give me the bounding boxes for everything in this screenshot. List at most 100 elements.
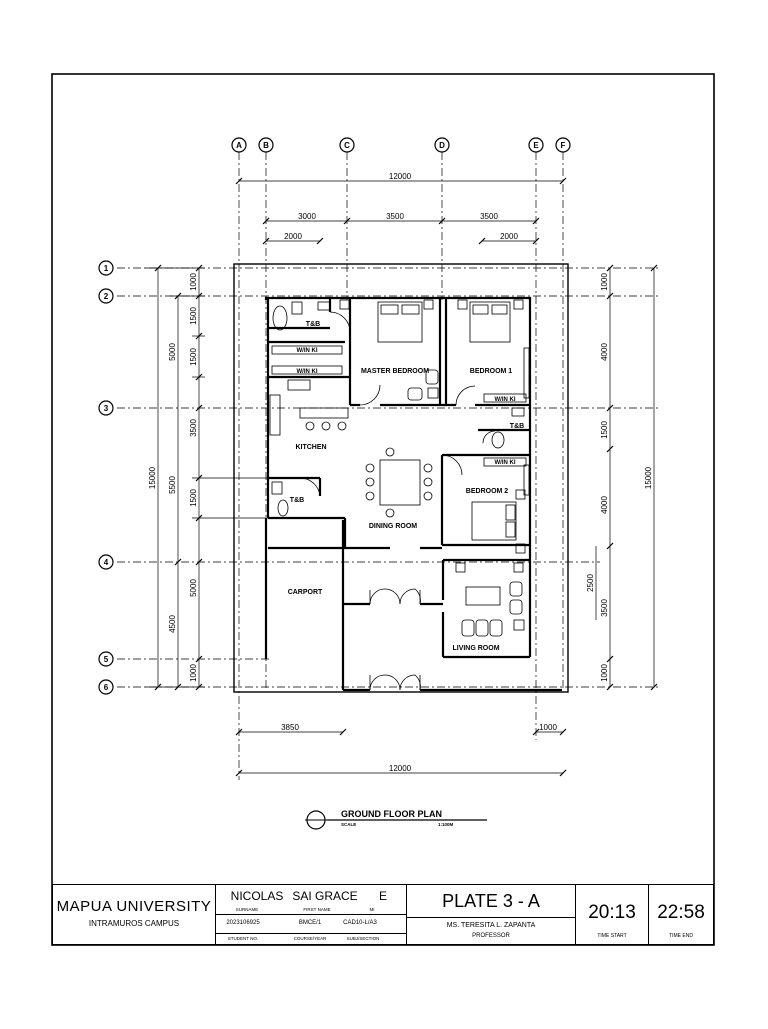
time-end-label: TIME END [669,933,693,939]
closet-labels: W/IN KI W/IN KI W/IN KI W/IN KI [297,348,516,466]
first-name-label: FIRST NAME [303,907,331,912]
dim-right-r2: 4000 [600,343,609,361]
dim-right-r6: 1000 [600,664,609,682]
dim-left-a3: 1500 [189,348,198,366]
grid-label-e: E [533,141,539,150]
label-tb3: T&B [290,497,304,504]
dim-left-total: 15000 [148,466,157,489]
grid-label-b: B [263,141,269,150]
dining-table [379,459,421,506]
dim-right-r3: 1500 [600,421,609,439]
label-wik3: W/IN KI [495,397,516,403]
grid-label-5: 5 [104,655,109,664]
dim-right-r5: 3500 [600,599,609,617]
dim-bottom-total: 12000 [389,764,412,773]
student-no-value: 2023106925 [226,920,260,926]
label-kitchen: KITCHEN [295,444,326,451]
bathtub-icon [272,305,288,331]
label-wik4: W/IN KI [495,460,516,466]
dim-left-b1: 5000 [168,343,177,361]
tb-time-end-cell [648,884,714,945]
subsection-label: SUBJ/SECTION [346,936,380,941]
plate-number: PLATE 3 - A [442,891,540,911]
grid-bubbles-rows [98,260,114,695]
scale-value: 1:100M [438,822,454,827]
master-bed [377,301,423,343]
dim-right-r4: 4000 [600,496,609,514]
first-name-value: SAI GRACE [292,889,358,903]
label-tb1: T&B [306,321,320,328]
grid-label-c: C [344,141,350,150]
grid-label-2: 2 [104,292,109,301]
label-master-bedroom: MASTER BEDROOM [361,368,429,375]
course-year-label: COURSE/YEAR [293,936,327,941]
doors [299,311,496,691]
room-labels: T&B MASTER BEDROOM BEDROOM 1 T&B KITCHEN… [288,321,525,652]
tb-divider [215,914,407,915]
dim-left-a2: 1500 [189,307,198,325]
dim-left-b3: 4500 [168,615,177,633]
dim-left-a5: 1500 [189,489,198,507]
subsection-value: CAD10-L/A3 [343,920,377,926]
dim-top-left-inner: 2000 [284,232,302,241]
surname-label: SURNAME [235,907,259,912]
grid-label-f: F [561,141,566,150]
furniture [269,299,530,637]
label-bedroom1: BEDROOM 1 [470,368,513,375]
dimension-texts: 12000 3000 3500 3500 2000 2000 3850 1000… [148,172,653,773]
dim-right-total: 15000 [644,466,653,489]
label-living-room: LIVING ROOM [452,645,499,652]
dim-left-b2: 5500 [168,476,177,494]
tb-divider-3 [406,917,576,918]
dim-top-total: 12000 [389,172,412,181]
grid-lines [117,152,660,780]
bedroom1-bed [469,301,511,343]
label-wik2: W/IN KI [297,369,318,375]
campus-name: INTRAMUROS CAMPUS [88,919,180,928]
dim-top-seg3: 3500 [480,212,498,221]
dim-right-r1: 1000 [600,273,609,291]
label-bedroom2: BEDROOM 2 [466,488,509,495]
dim-left-a4: 3500 [189,419,198,437]
dim-top-seg2: 3500 [386,212,404,221]
label-tb2: T&B [510,423,524,430]
mi-value: E [378,889,387,903]
dim-top-seg1: 3000 [298,212,316,221]
bedroom2-bed [471,501,517,541]
plan-title-block: GROUND FLOOR PLAN SCALE 1:100M [305,809,487,830]
course-year-value: BMCE/1 [298,920,322,926]
dim-left-a7: 1000 [189,664,198,682]
grid-label-a: A [236,141,242,150]
dim-bottom-right: 1000 [539,723,557,732]
grid-label-d: D [439,141,445,150]
dim-left-a1: 1000 [189,273,198,291]
tb-divider-2 [215,933,407,934]
dim-right-r7: 2500 [586,574,595,592]
grid-label-3: 3 [104,404,109,413]
label-wik1: W/IN KI [297,348,318,354]
professor-name: MS. TERESITA L. ZAPANTA [446,922,536,929]
grid-label-1: 1 [104,264,109,273]
label-carport: CARPORT [288,589,323,596]
sheet-border [51,73,715,946]
lot-boundary [233,263,569,693]
surname-value: NICOLAS [230,889,284,903]
grid-bubbles-columns [231,137,571,153]
mi-label: MI [369,907,375,912]
label-dining-room: DINING ROOM [369,523,417,530]
time-start-value: 20:13 [588,902,636,923]
professor-label: PROFESSOR [472,933,510,939]
university-name: MAPUA UNIVERSITY [56,898,212,915]
student-no-label: STUDENT NO. [227,936,259,941]
dim-bottom-left: 3850 [281,723,299,732]
plan-title: GROUND FLOOR PLAN [341,809,442,819]
dimension-lines [145,177,658,777]
time-start-label: TIME START [597,933,627,939]
time-end-value: 22:58 [657,902,705,923]
walls [264,296,562,692]
scale-label: SCALE [341,822,356,827]
grid-label-6: 6 [104,683,109,692]
grid-label-4: 4 [104,558,109,567]
